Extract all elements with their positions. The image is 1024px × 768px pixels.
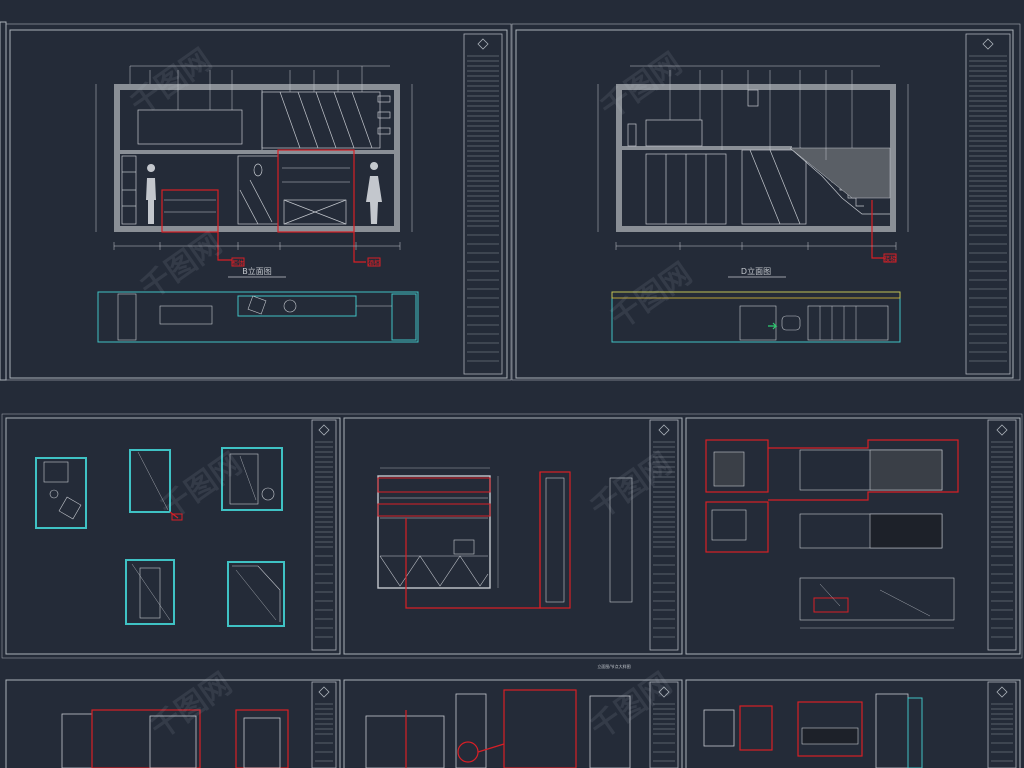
company-logo-icon: [996, 686, 1008, 698]
watermark-text: 千图网: [605, 256, 699, 336]
d-elevation-caption: D立面图: [741, 266, 771, 276]
center-note: 立面图/节点大样图: [597, 663, 630, 669]
title-blocks: [311, 33, 1017, 768]
human-figure-right: [366, 162, 382, 224]
d-wall-outline: [616, 84, 896, 232]
company-logo-icon: [318, 424, 330, 436]
b-elevation-caption: B立面图: [242, 266, 272, 276]
wine-rack-shelves: [164, 167, 350, 213]
b-plan-strip: [97, 291, 419, 343]
title-block: [311, 681, 337, 768]
watermark-text: 千图网: [125, 42, 219, 122]
d-dim-bottom: [615, 242, 897, 250]
human-figure-left: [146, 164, 156, 224]
b-upper-cabinet: [137, 90, 391, 150]
title-block: [649, 419, 679, 651]
sheet-d-elevation[interactable]: 楼梯 D立面图: [597, 65, 909, 343]
sheet-bathroom-details[interactable]: [35, 447, 285, 627]
title-block: [463, 33, 503, 375]
sheet-b-elevation[interactable]: 柜体 酒柜 B立面图: [95, 65, 419, 343]
sheet-frames: [0, 21, 1023, 768]
title-block: [965, 33, 1011, 375]
watermark-text: 千图网: [135, 226, 229, 306]
watermark-text: 千图网: [585, 446, 679, 526]
watermark-overlay: 千图网 千图网 千图网 千图网 千图网 千图网 千图网 千图网: [125, 42, 699, 746]
title-block: [311, 419, 337, 651]
stair-hatch: [789, 147, 891, 199]
d-plan-strip: [611, 291, 901, 343]
company-logo-icon: [658, 424, 670, 436]
company-logo-icon: [477, 38, 489, 50]
company-logo-icon: [658, 686, 670, 698]
b-leader-lines: [129, 65, 390, 110]
b-tag-label-2: 酒柜: [368, 259, 380, 267]
watermark-text: 千图网: [145, 666, 239, 746]
title-block: [987, 419, 1017, 651]
b-tag-label-1: 柜体: [232, 259, 244, 267]
watermark-text: 千图网: [585, 666, 679, 746]
title-block: [987, 681, 1017, 768]
sheet-cabinet-details[interactable]: [705, 439, 959, 629]
sheet-bottom-details[interactable]: [61, 689, 923, 768]
d-details: [627, 89, 890, 225]
b-wall-outline: [114, 84, 400, 232]
d-leader-lines: [630, 65, 880, 160]
company-logo-icon: [996, 424, 1008, 436]
title-block: [649, 681, 679, 768]
company-logo-icon: [982, 38, 994, 50]
d-tag-label: 楼梯: [884, 255, 896, 263]
b-dim-bottom: [113, 242, 401, 250]
watermark-text: 千图网: [155, 446, 249, 526]
sheet-wine-cabinet-detail[interactable]: [377, 467, 633, 609]
company-logo-icon: [318, 686, 330, 698]
d-highlight[interactable]: [871, 200, 884, 259]
b-highlight-boxes[interactable]: [161, 149, 366, 263]
b-lower-cabinets: [121, 155, 347, 225]
